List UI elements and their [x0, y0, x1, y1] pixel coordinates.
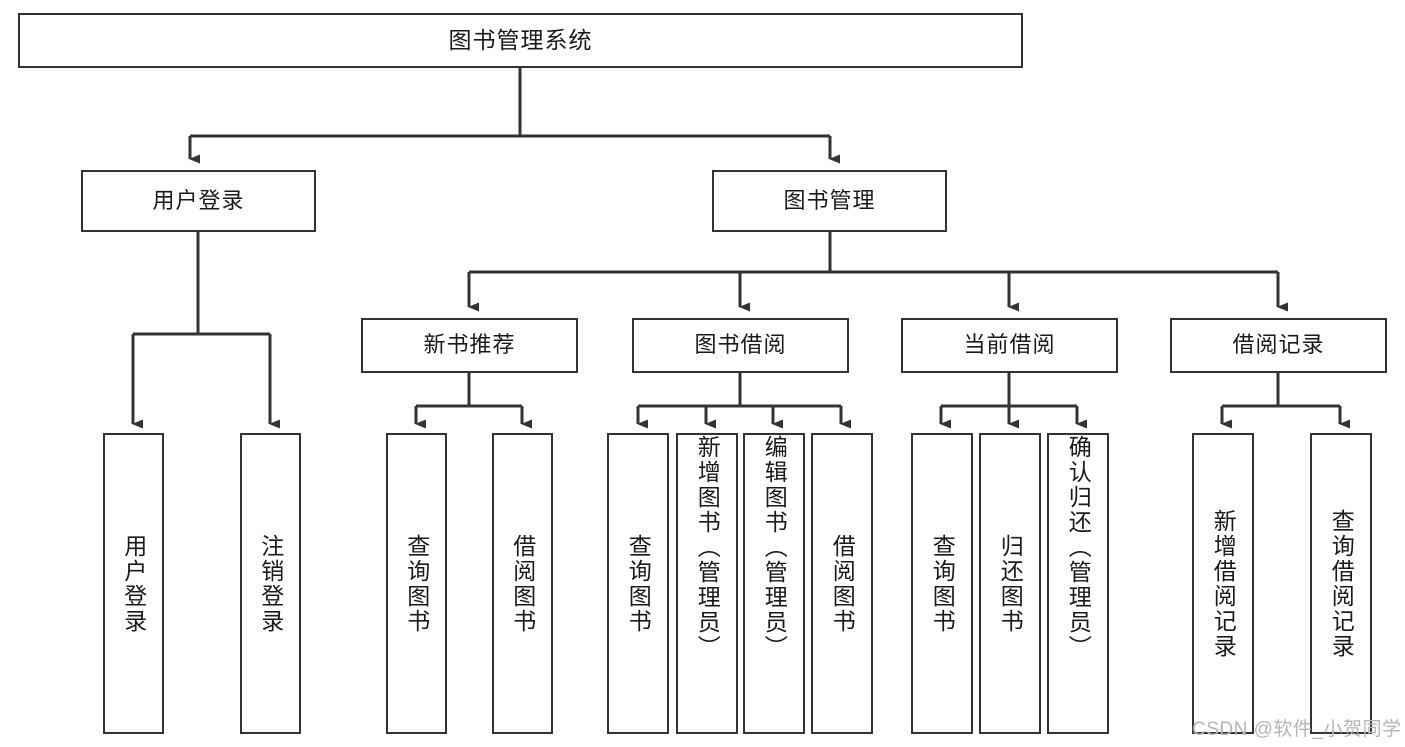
node-user-login[interactable]: 用户登录	[81, 170, 316, 232]
leaf-confirm-return-admin[interactable]: 确认归还（管理员）	[1047, 433, 1109, 734]
leaf-query-book-borrow[interactable]: 查询图书	[607, 433, 669, 734]
node-user-login-label: 用户登录	[152, 187, 245, 213]
leaf-confirm-return-admin-label: 确认归还（管理员）	[1065, 435, 1092, 660]
leaf-logout[interactable]: 注销登录	[240, 433, 301, 734]
leaf-query-book-new[interactable]: 查询图书	[386, 433, 447, 734]
leaf-add-borrow-record[interactable]: 新增借阅记录	[1192, 433, 1254, 734]
leaf-user-login-label: 用户登录	[120, 533, 147, 634]
leaf-query-book-borrow-label: 查询图书	[625, 533, 652, 634]
node-book-borrow[interactable]: 图书借阅	[632, 318, 849, 373]
node-borrow-record[interactable]: 借阅记录	[1170, 318, 1387, 373]
leaf-edit-book-admin-label: 编辑图书（管理员）	[761, 435, 788, 660]
node-new-book-recommend[interactable]: 新书推荐	[361, 318, 578, 373]
leaf-add-book-admin[interactable]: 新增图书（管理员）	[676, 433, 738, 734]
node-current-borrow-label: 当前借阅	[963, 332, 1056, 358]
node-book-management-label: 图书管理	[783, 187, 876, 213]
leaf-user-login[interactable]: 用户登录	[103, 433, 164, 734]
leaf-add-book-admin-label: 新增图书（管理员）	[694, 435, 721, 660]
leaf-return-book[interactable]: 归还图书	[979, 433, 1041, 734]
leaf-query-borrow-record-label: 查询借阅记录	[1328, 508, 1355, 659]
node-new-book-recommend-label: 新书推荐	[423, 332, 516, 358]
leaf-query-book-new-label: 查询图书	[403, 533, 430, 634]
node-book-borrow-label: 图书借阅	[694, 332, 787, 358]
node-root-system[interactable]: 图书管理系统	[18, 13, 1023, 68]
leaf-add-borrow-record-label: 新增借阅记录	[1210, 508, 1237, 659]
leaf-edit-book-admin[interactable]: 编辑图书（管理员）	[743, 433, 805, 734]
leaf-query-book-current[interactable]: 查询图书	[911, 433, 973, 734]
watermark-text: CSDN @软件_小贺同学	[1192, 719, 1402, 740]
leaf-query-book-current-label: 查询图书	[929, 533, 956, 634]
node-current-borrow[interactable]: 当前借阅	[901, 318, 1118, 373]
node-root-system-label: 图书管理系统	[448, 26, 593, 53]
node-book-management[interactable]: 图书管理	[712, 170, 947, 232]
leaf-borrow-book-new-label: 借阅图书	[509, 533, 536, 634]
leaf-query-borrow-record[interactable]: 查询借阅记录	[1310, 433, 1372, 734]
node-borrow-record-label: 借阅记录	[1232, 332, 1325, 358]
leaf-borrow-book-borrow[interactable]: 借阅图书	[811, 433, 873, 734]
leaf-return-book-label: 归还图书	[997, 533, 1024, 634]
leaf-borrow-book-borrow-label: 借阅图书	[829, 533, 856, 634]
leaf-logout-label: 注销登录	[257, 533, 284, 634]
leaf-borrow-book-new[interactable]: 借阅图书	[492, 433, 553, 734]
